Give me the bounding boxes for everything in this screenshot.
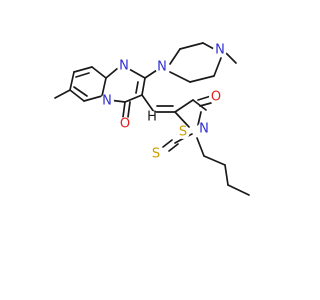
pyrimidinone-ring-bonds <box>105 67 146 118</box>
atom-label-s-thione: S <box>152 147 160 162</box>
atom-label-s-thiazolidine: S <box>179 125 187 140</box>
atom-label-n-pyrimidine: N <box>119 59 129 74</box>
atom-h-methylidene: H <box>146 110 158 125</box>
molecule-structure: N N O N N H S N O S <box>54 42 250 196</box>
atom-label-n-piperazine-1: N <box>157 60 167 75</box>
pyridine-ring-bonds <box>54 66 107 102</box>
atom-label-o-pyrimidinone: O <box>120 117 130 132</box>
atom-label-n-ring-fusion: N <box>102 94 112 109</box>
atom-n-piperazine-1: N <box>155 60 169 75</box>
atom-label-n-thiazolidine: N <box>199 122 209 137</box>
thiazolidinone-ring-bonds <box>141 94 250 196</box>
atom-label-h-methylidene: H <box>147 110 157 125</box>
atom-o-pyrimidinone: O <box>118 117 132 132</box>
atom-n-thiazolidine: N <box>197 122 211 137</box>
atom-label-n-piperazine-4: N <box>215 43 225 58</box>
atom-o-thiazolidinone: O <box>209 90 223 105</box>
atom-s-thiazolidine: S <box>176 125 190 140</box>
atom-s-thione: S <box>149 147 163 162</box>
atom-label-o-thiazolidinone: O <box>211 90 221 105</box>
atom-n-ring-fusion: N <box>100 94 114 109</box>
piperazine-ring-bonds <box>144 42 237 83</box>
atom-n-pyrimidine: N <box>117 59 131 74</box>
atom-n-piperazine-4: N <box>213 43 227 58</box>
